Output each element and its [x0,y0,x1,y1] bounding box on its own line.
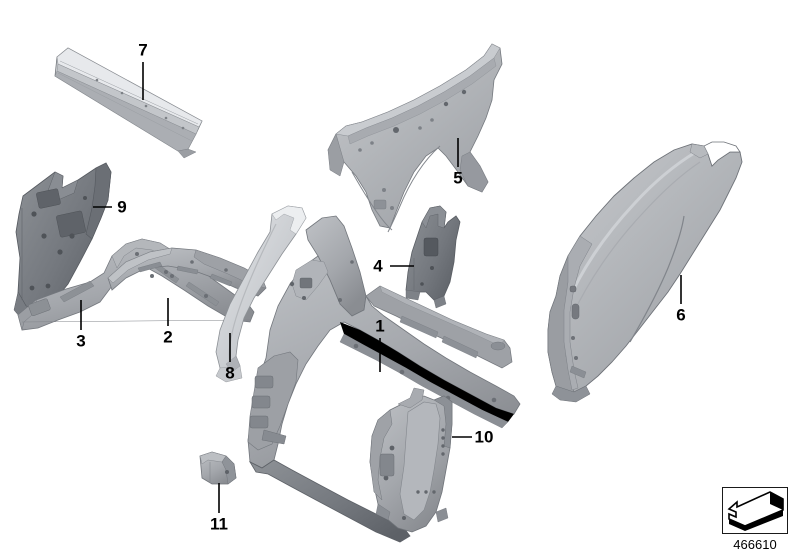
callout-leader-lines [80,62,682,513]
callout-number-6: 6 [676,305,686,325]
part-7-roof-rail-reinforcement [54,47,203,159]
callout-number-8: 8 [225,363,235,383]
diagram-reference-number: 466610 [733,537,777,552]
callout-number-7: 7 [138,40,148,60]
part-10-a-pillar-lower-reinforcement [369,387,453,533]
part-1-body-side-frame-inner [247,215,521,543]
part-6-side-panel-outer-quarter [547,141,743,403]
callout-number-2: 2 [163,327,173,347]
part-11-mounting-bracket-small [199,451,237,485]
orientation-reference-box [722,487,788,534]
orientation-arrow-icon [727,491,784,531]
callout-number-10: 10 [474,427,494,447]
callout-number-3: 3 [76,331,86,351]
callout-number-5: 5 [453,168,463,188]
callout-number-11: 11 [210,514,228,534]
part-3-rocker-panel-inner-left [17,238,255,331]
part-4-b-pillar-reinforcement [405,205,461,309]
callout-number-9: 9 [117,197,127,217]
callout-number-4: 4 [373,256,383,276]
part-5-rear-wheel-arch-outer-panel [327,43,503,233]
callout-number-1: 1 [375,316,385,336]
part-8-a-pillar-outer-reinforcement [215,205,307,383]
